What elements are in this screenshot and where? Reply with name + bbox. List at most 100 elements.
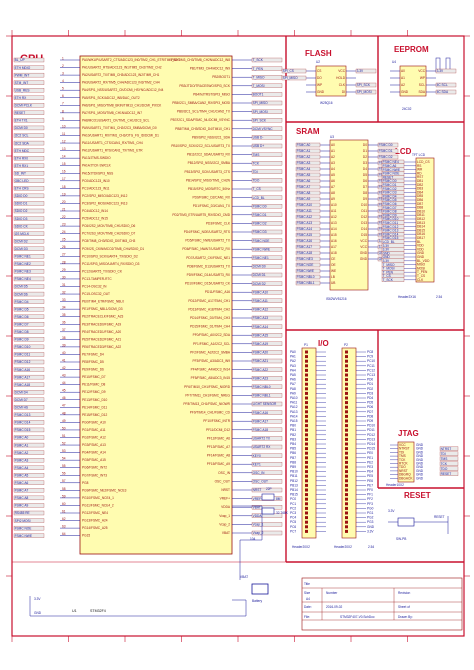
io-pin-dot <box>345 511 348 515</box>
title-label: Title <box>304 582 310 586</box>
cpu-right-net-box <box>251 367 283 372</box>
cpu-right-net: FSMC A11 <box>253 299 268 303</box>
date-label: Date: <box>304 605 312 609</box>
sram-left-net-box <box>295 238 321 244</box>
jtag-pin-name: RTCK <box>399 462 408 466</box>
cpu-left-net: FSMC A18 <box>15 383 31 387</box>
cpu-pin-number: 1 <box>62 56 64 60</box>
cpu-left-net-box <box>13 480 45 485</box>
cpu-left-net: FSMC NWE <box>15 534 32 538</box>
cpu-pin-name: PA6/SPI1_MISO/TIM8_BKIN/TIM13_CH1/DCMI_P… <box>82 103 162 107</box>
cpu-pin-number: 37 <box>62 328 66 332</box>
io-pin-dot <box>345 506 348 510</box>
cpu-pin-name: PF14/FSMC_A8 <box>207 454 230 458</box>
io-pin-dot <box>305 401 308 405</box>
cpu-left-net-box <box>13 80 45 85</box>
cpu-part: STM32F4 <box>90 609 106 613</box>
cpu-right-net-box <box>251 255 283 260</box>
cpu-right-net: VBAT <box>253 505 261 509</box>
io-pin-dot <box>345 483 348 487</box>
sram-left-net: FSMC A16 <box>297 239 313 243</box>
io-net-a: PA7 <box>290 382 296 386</box>
lcd-pin-name: RS <box>417 164 421 168</box>
section-dividers <box>12 36 464 563</box>
io-pin-dot <box>305 511 308 515</box>
sram-pin-name: VCC <box>360 245 367 249</box>
lcd-net: FSMC NWE <box>383 168 400 172</box>
cpu-pin-number: 18 <box>62 185 66 189</box>
cpu-right-net: FSMC A13 <box>253 316 269 320</box>
cpu-left-net: ETH RX1 <box>15 164 29 168</box>
cpu-right-net: LIGHT SENSOR <box>253 402 277 406</box>
cpu-pin-name: PC5/ADC12_IN15 <box>82 217 108 221</box>
sram-pin-name: A11 <box>331 209 337 213</box>
cpu-pin-name: PB2/BOOT1 <box>212 75 230 79</box>
cpu-pin-number: 20 <box>62 200 66 204</box>
eeprom-section-title: EEPROM <box>394 45 429 54</box>
io-pin-dot <box>345 479 348 483</box>
io-pin-dot <box>345 493 348 497</box>
io-pin-dot <box>345 387 348 391</box>
cap-104-label: 104 <box>250 537 256 541</box>
io-net-a: PA15 <box>290 419 298 423</box>
cpu-pin-number: 7 <box>62 102 64 106</box>
lcd-net: FSMC D7 <box>383 206 397 210</box>
flash-section-title: FLASH <box>305 49 332 58</box>
sram-pin-name: D12 <box>361 215 367 219</box>
cpu-left-net-box <box>13 193 45 199</box>
lcd-pin-name: DB11 <box>417 213 425 217</box>
cpu-right-net-box <box>251 100 283 106</box>
cpu-right-net-box <box>251 315 283 321</box>
cpu-left-net-box <box>13 156 45 161</box>
cpu-right-net: USART2 TX <box>253 437 271 441</box>
reset-net-label: RESET <box>434 515 445 519</box>
cpu-left-net: FSMC D15 <box>15 428 31 432</box>
sram-pin-name: A16 <box>331 239 337 243</box>
io-pin-dot <box>345 465 348 469</box>
io-net-a: PC2 <box>290 506 296 510</box>
io-pin-dot <box>305 506 308 510</box>
io-pin-dot <box>345 516 348 520</box>
cpu-right-net: T_MISO <box>253 75 265 79</box>
cpu-pin-name: PG7/FSMC_INT3 <box>82 473 107 477</box>
io-section-title: I/O <box>318 339 329 348</box>
io-net-a: PA8 <box>290 387 296 391</box>
cpu-right-net-box <box>251 281 283 286</box>
cpu-pin-name: PF5/FSMC_A5/ADC3_IN15 <box>191 376 231 380</box>
cpu-pin-number: 3 <box>62 72 64 76</box>
cpu-right-net: KEY1 <box>253 462 261 466</box>
cpu-pin-name: PD12/FSMC_A17/TIM4_CH1 <box>188 299 230 303</box>
cpu-pin-name: PF13/FSMC_A7 <box>207 445 230 449</box>
sram-pin-name: D9 <box>363 197 367 201</box>
cpu-right-net-box <box>251 530 283 536</box>
io-pin-dot <box>305 502 308 506</box>
lcd-pin-name: DB5 <box>417 194 423 198</box>
cpu-right-net-box <box>251 247 283 252</box>
cpu-pin-number: 28 <box>62 260 66 264</box>
io-pin-dot <box>305 382 308 386</box>
lcd-pin-name: DB7 <box>417 202 423 206</box>
lcd-connector <box>415 157 435 283</box>
io-pin-dot <box>305 442 308 446</box>
cpu-pin-number: 26 <box>62 245 66 249</box>
cpu-pin-name: PG0/FSMC_A10 <box>82 420 106 424</box>
sram-left-net-box <box>295 244 321 250</box>
cpu-pin-name: PG6/FSMC_INT2 <box>82 466 107 470</box>
cpu-left-net-box <box>13 322 45 327</box>
cpu-left-net: ETH MDC <box>15 149 30 153</box>
cpu-right-net-box <box>251 186 283 192</box>
io-net-a: PB5 <box>290 447 296 451</box>
cpu-right-net: NRST <box>253 488 262 492</box>
cpu-right-net: DCMI D2 <box>253 282 266 286</box>
sram-left-net-box <box>295 214 321 220</box>
revision-label: Revision <box>398 591 410 595</box>
sram-left-net: FSMC A15 <box>297 233 313 237</box>
cpu-pin-name: PE15/FSMC_D12 <box>82 413 108 417</box>
sram-left-net-box <box>295 208 321 214</box>
io-net-b: PD0 <box>367 378 373 382</box>
eeprom-pin-name: A0 <box>401 69 405 73</box>
lcd-net: FSMC D15 <box>383 236 399 240</box>
gnd-wire <box>29 596 247 617</box>
cpu-left-net: FSMC D11 <box>15 353 31 357</box>
cpu-left-pins: PA0/WKUP/USART2_CTS/ADC123_IN0/TIM2_CH1_… <box>13 56 180 538</box>
